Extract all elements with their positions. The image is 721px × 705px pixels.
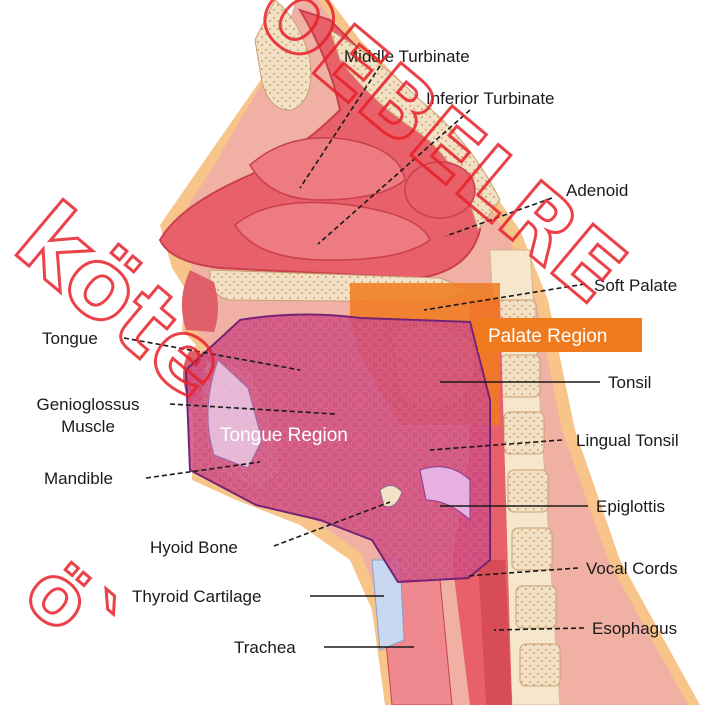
label-mandible: Mandible	[44, 469, 113, 488]
label-vocal-cords: Vocal Cords	[586, 559, 678, 578]
vertebra-7	[520, 644, 560, 686]
label-thyroid-cartilage: Thyroid Cartilage	[132, 587, 261, 606]
label-epiglottis: Epiglottis	[596, 497, 665, 516]
vertebra-3	[504, 412, 544, 454]
vertebra-6	[516, 586, 556, 628]
label-genioglossus-line2: Muscle	[61, 417, 115, 436]
palate-region-label: Palate Region	[488, 326, 607, 347]
label-tonsil: Tonsil	[608, 373, 651, 392]
label-trachea: Trachea	[234, 638, 296, 657]
label-esophagus: Esophagus	[592, 619, 677, 638]
vertebra-5	[512, 528, 552, 570]
label-hyoid-bone: Hyoid Bone	[150, 538, 238, 557]
vertebra-2	[500, 355, 540, 397]
watermark-bottom: ö`	[8, 543, 141, 675]
label-lingual-tonsil: Lingual Tonsil	[576, 431, 679, 450]
tongue-region-label: Tongue Region	[220, 425, 348, 446]
label-genioglossus-line1: Genioglossus	[36, 395, 139, 414]
